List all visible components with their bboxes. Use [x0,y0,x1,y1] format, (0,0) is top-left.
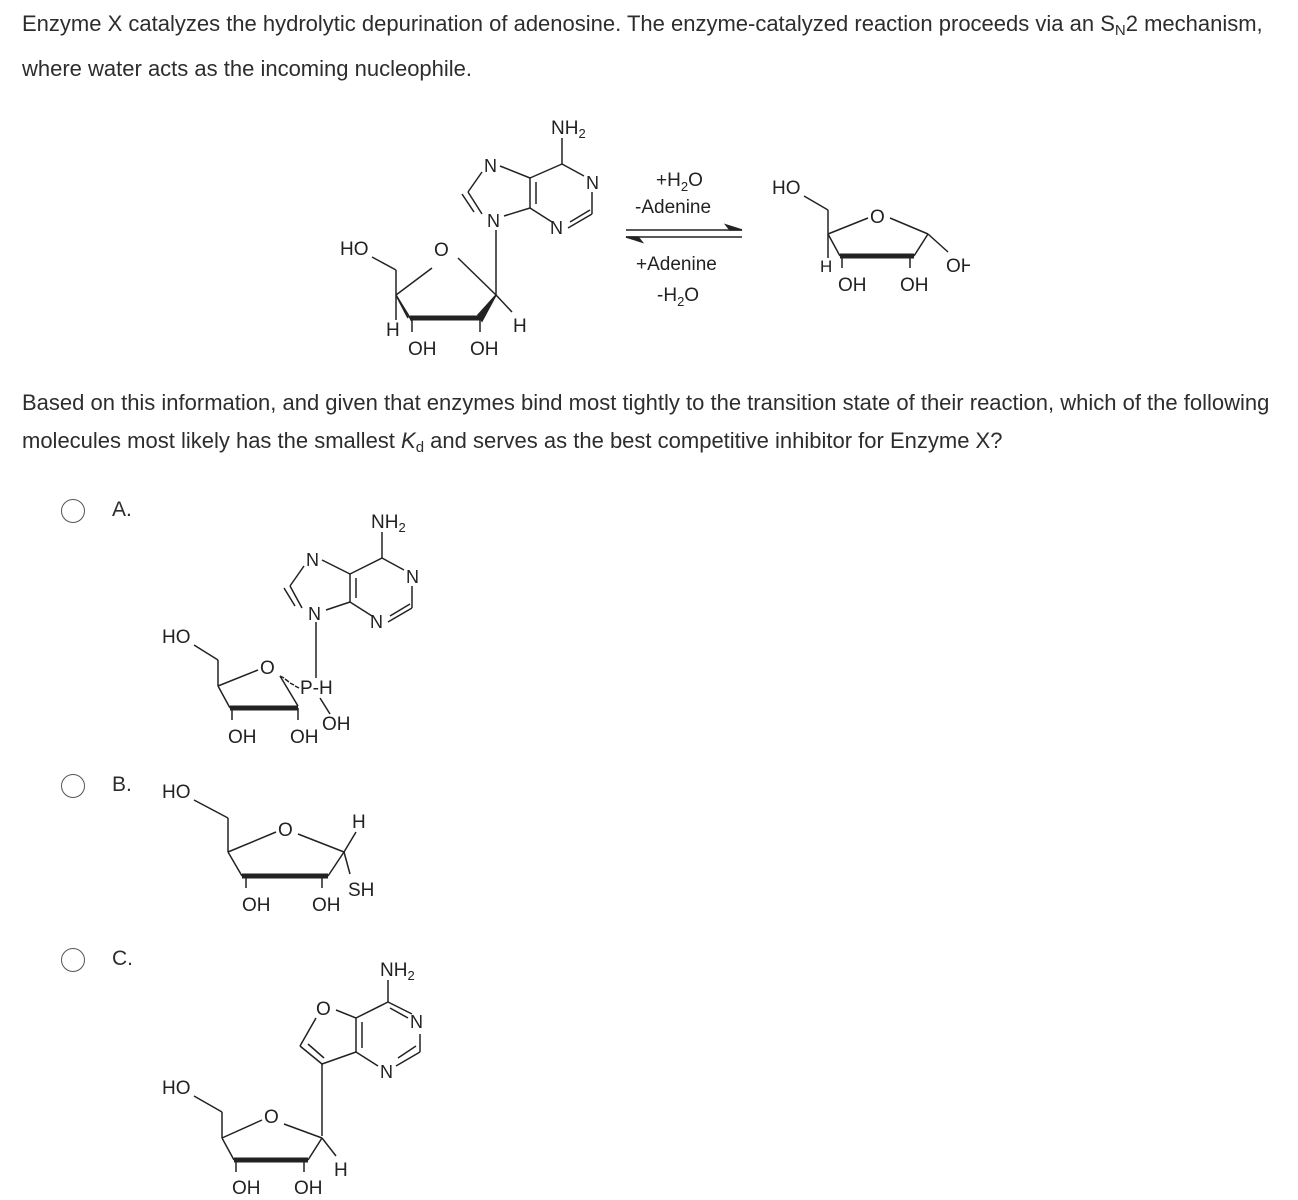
option-b-structure: HO O H SH OH OH [162,782,374,916]
option-a-p-h: P-H [300,678,333,699]
option-b-h: H [352,812,366,833]
ribose-product-structure: HO O OH H OH OH [772,178,970,296]
kd-symbol: K [401,428,416,453]
option-c-nh2: NH2 [380,960,415,983]
adenosine-n9: N [487,211,500,231]
option-b-radio[interactable] [61,774,85,798]
option-a-n9: N [308,604,321,624]
ribose-h-left: H [820,257,832,276]
option-a-oh-2: OH [228,727,257,748]
kd-subscript: d [415,439,425,456]
option-a-n1: N [406,567,419,587]
reaction-scheme: HO O H OH OH H N N N N [340,118,970,360]
option-b-letter: B. [112,773,132,796]
reverse-top-label: +Adenine [636,254,717,275]
adenosine-n1: N [586,173,599,193]
option-a-letter: A. [112,498,132,521]
adenosine-ho-label: HO [340,239,369,260]
option-a-n3: N [370,612,383,632]
option-a-p-oh: OH [322,714,351,735]
question-part2: and serves as the best competitive inhib… [424,428,1003,453]
option-c-structure: NH2 N N O HO O H OH OH [162,960,423,1198]
intro-text: Enzyme X catalyzes the hydrolytic depuri… [22,5,1282,88]
option-c-h: H [334,1160,348,1181]
question-part1: Based on this information, and given tha… [22,390,1270,453]
option-a-n7: N [306,550,319,570]
option-c-furan-o: O [316,999,331,1020]
option-a-radio[interactable] [61,499,85,523]
reverse-bottom-label: -H2O [657,285,699,309]
adenosine-oh-2: OH [408,339,437,360]
adenosine-n3: N [550,218,563,238]
option-b-oh-2: OH [242,895,271,916]
option-c-ho: HO [162,1078,191,1099]
option-c-ring-o: O [264,1107,279,1128]
ribose-ho-label: HO [772,178,801,199]
ribose-ring-o: O [870,207,885,228]
adenosine-ring-o: O [434,240,449,261]
forward-top-label: +H2O [656,170,703,194]
forward-bottom-label: -Adenine [635,197,711,218]
option-a-oh-3: OH [290,727,319,748]
option-a-ring-o: O [260,658,275,679]
question-text: Based on this information, and given tha… [22,384,1290,467]
intro-subscript: N [1114,22,1126,39]
equilibrium-arrows: +H2O -Adenine +Adenine -H2O [625,170,743,309]
adenosine-n7: N [484,156,497,176]
option-c-oh-3: OH [294,1178,323,1198]
ribose-oh-2: OH [838,275,867,296]
option-b-ho: HO [162,782,191,803]
adenosine-structure: HO O H OH OH H N N N N [340,118,599,360]
adenosine-h-anomeric: H [513,316,527,337]
adenosine-oh-3: OH [470,339,499,360]
adenosine-nh2: NH2 [551,118,586,141]
option-c-oh-2: OH [232,1178,261,1198]
option-c-letter: C. [112,947,133,970]
option-b-oh-3: OH [312,895,341,916]
ribose-oh-3: OH [900,275,929,296]
option-a-nh2: NH2 [371,512,406,535]
option-b-ring-o: O [278,820,293,841]
adenosine-h-left: H [386,320,400,341]
intro-part2: 2 mechanism, where water acts as the inc… [22,11,1263,81]
option-c-n1: N [410,1012,423,1032]
option-a-ho: HO [162,627,191,648]
option-a-structure: HO O P-H OH OH OH N N N N NH2 [162,512,419,748]
ribose-oh-1: OH [946,256,970,277]
option-b-sh: SH [348,880,374,901]
option-c-radio[interactable] [61,948,85,972]
option-c-n3: N [380,1062,393,1082]
intro-part1: Enzyme X catalyzes the hydrolytic depuri… [22,11,1115,36]
